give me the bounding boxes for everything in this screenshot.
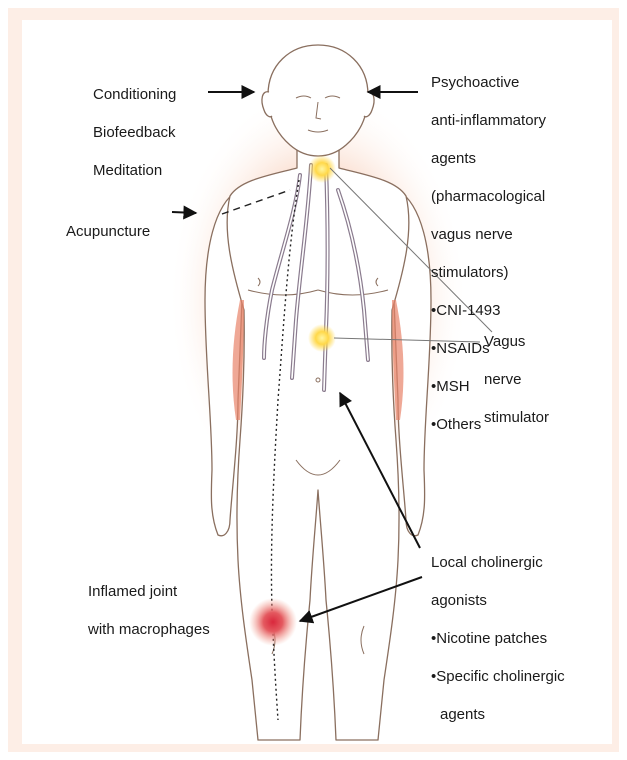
list-item: •Specific cholinergic bbox=[431, 667, 565, 686]
label-line: Inflamed joint bbox=[88, 582, 210, 601]
neck-stimulator bbox=[308, 155, 336, 183]
label-line: agonists bbox=[431, 591, 565, 610]
list-item: agents bbox=[431, 705, 565, 724]
label-line: stimulators) bbox=[431, 263, 546, 282]
label-line: stimulator bbox=[484, 408, 549, 427]
label-line: Conditioning bbox=[93, 85, 176, 104]
label-line: Acupuncture bbox=[66, 222, 150, 241]
abdomen-stimulator bbox=[308, 324, 336, 352]
mind-body-label: Conditioning Biofeedback Meditation bbox=[93, 66, 176, 199]
vagus-stimulator-label: Vagus nerve stimulator bbox=[484, 313, 549, 446]
label-line: Vagus bbox=[484, 332, 549, 351]
torso-and-legs bbox=[227, 145, 409, 740]
label-line: Psychoactive bbox=[431, 73, 546, 92]
label-line: Meditation bbox=[93, 161, 176, 180]
label-line: agents bbox=[431, 149, 546, 168]
label-line: (pharmacological bbox=[431, 187, 546, 206]
acupuncture-label: Acupuncture bbox=[66, 203, 150, 260]
arrow-acupuncture bbox=[172, 212, 196, 213]
inflamed-knee bbox=[249, 598, 297, 646]
local-cholinergic-label: Local cholinergic agonists •Nicotine pat… bbox=[431, 534, 565, 743]
label-line: Local cholinergic bbox=[431, 553, 565, 572]
list-item: •Nicotine patches bbox=[431, 629, 565, 648]
label-line: Biofeedback bbox=[93, 123, 176, 142]
label-line: with macrophages bbox=[88, 620, 210, 639]
label-line: nerve bbox=[484, 370, 549, 389]
label-line: vagus nerve bbox=[431, 225, 546, 244]
inflamed-joint-label: Inflamed joint with macrophages bbox=[88, 563, 210, 658]
label-line: anti-inflammatory bbox=[431, 111, 546, 130]
